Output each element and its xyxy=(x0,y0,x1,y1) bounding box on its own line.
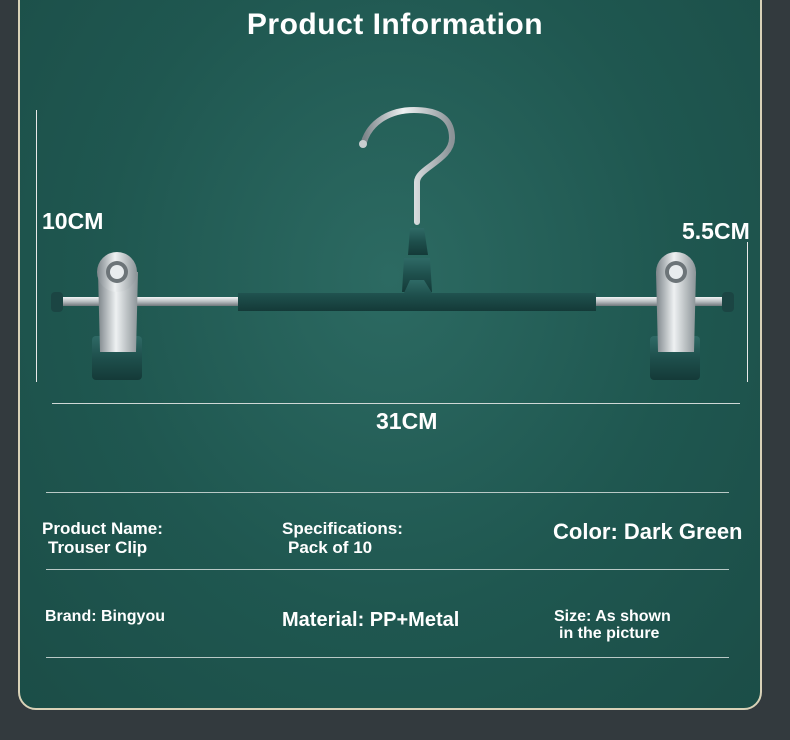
page-title: Product Information xyxy=(246,8,544,41)
right-clip-icon xyxy=(650,252,700,380)
specifications-value: Pack of 10 xyxy=(288,538,373,557)
width-dimension-line xyxy=(52,403,740,404)
size-line-2: in the picture xyxy=(559,625,660,642)
spec-divider-middle xyxy=(46,569,729,570)
left-clip-icon xyxy=(92,252,142,380)
spec-divider-bottom xyxy=(46,657,729,658)
spec-specifications: Specifications: Pack of 10 xyxy=(282,519,403,557)
height-label: 10CM xyxy=(42,208,104,234)
hanger-illustration xyxy=(51,106,734,380)
spec-color: Color: Dark Green xyxy=(553,519,743,544)
spec-brand: Brand: Bingyou xyxy=(45,608,165,625)
spec-material: Material: PP+Metal xyxy=(282,609,460,631)
width-label: 31CM xyxy=(376,408,438,434)
product-name-label: Product Name: xyxy=(42,519,163,538)
height-dimension-line xyxy=(36,110,37,382)
hook-icon xyxy=(361,106,456,225)
clip-height-label: 5.5CM xyxy=(682,218,750,244)
product-name-value: Trouser Clip xyxy=(48,538,148,557)
spec-divider-top xyxy=(46,492,729,493)
size-line-1: Size: As shown xyxy=(554,608,671,625)
spec-product-name: Product Name: Trouser Clip xyxy=(42,519,163,557)
specifications-label: Specifications: xyxy=(282,519,403,538)
spec-size: Size: As shown in the picture xyxy=(554,608,671,642)
clip-dimension-line xyxy=(747,242,748,382)
